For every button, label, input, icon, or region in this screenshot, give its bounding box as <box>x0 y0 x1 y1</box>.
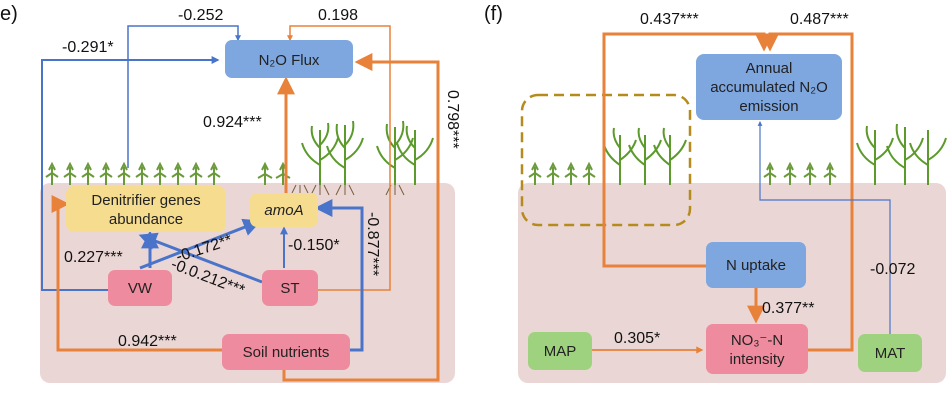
coef-vw-to-den: 0.227*** <box>64 249 123 266</box>
node-mat: MAT <box>858 334 922 372</box>
coef-vw-to-n2o: -0.291* <box>62 39 114 56</box>
node-annual-line2: accumulated N₂O <box>710 79 828 96</box>
coef-amoa-to-n2o: 0.924*** <box>203 114 262 131</box>
coef-no3-to-annual: 0.487*** <box>790 11 849 28</box>
plants-illustration-e <box>45 120 434 196</box>
node-n2o-flux-label: N₂O Flux <box>259 52 320 69</box>
node-st: ST <box>262 270 318 306</box>
path-no3-to-annual <box>761 32 854 352</box>
node-amoa: amoA <box>250 193 318 227</box>
plants-illustration-f <box>528 123 947 185</box>
coef-st-to-n2o: 0.198 <box>318 7 358 24</box>
path-vw-to-n2o <box>41 56 220 291</box>
node-denitrifier: Denitrifier genes abundance <box>66 186 226 232</box>
node-no3-line1: NO₃⁻-N <box>731 332 783 349</box>
node-soil-nutrients-label: Soil nutrients <box>243 344 330 361</box>
path-st-to-den <box>138 232 263 284</box>
node-denitrifier-line1: Denitrifier genes <box>91 192 200 209</box>
node-n-uptake-label: N uptake <box>726 257 786 274</box>
node-no3-intensity: NO₃⁻-N intensity <box>706 324 808 374</box>
node-amoa-label: amoA <box>264 202 303 219</box>
coef-soil-to-amoa: -0.877*** <box>364 212 381 276</box>
node-map: MAP <box>528 332 592 370</box>
path-soil-to-n2o <box>282 53 440 382</box>
node-vw: VW <box>108 270 172 306</box>
node-annual-n2o: Annual accumulated N₂O emission <box>696 54 842 120</box>
node-n-uptake: N uptake <box>706 242 806 288</box>
node-st-label: ST <box>280 280 299 297</box>
coef-mat-to-annual: -0.072 <box>870 261 915 278</box>
path-soil-to-den <box>51 195 222 352</box>
coef-st-to-amoa: -0.150* <box>288 237 340 254</box>
path-soil-to-amoa <box>314 199 364 352</box>
node-vw-label: VW <box>128 280 153 297</box>
panel-e-letter: e) <box>0 3 18 25</box>
path-st-to-n2o <box>287 25 391 291</box>
node-n2o-flux: N₂O Flux <box>225 40 353 78</box>
panel-f-letter: (f) <box>484 3 503 25</box>
node-mat-label: MAT <box>875 345 906 362</box>
node-no3-line2: intensity <box>729 351 785 368</box>
node-denitrifier-line2: abundance <box>109 211 183 228</box>
path-mat-to-annual <box>757 121 891 334</box>
node-soil-nutrients: Soil nutrients <box>222 334 350 370</box>
highlight-dashed-box <box>520 93 692 227</box>
coef-map-to-no3: 0.305* <box>614 330 660 347</box>
coef-den-to-n2o: -0.252 <box>178 7 223 24</box>
node-annual-line1: Annual <box>746 60 793 77</box>
node-map-label: MAP <box>544 343 577 360</box>
node-annual-line3: emission <box>739 98 798 115</box>
coef-nup-to-no3: 0.377** <box>762 300 815 317</box>
path-den-to-n2o <box>127 25 241 168</box>
path-vw-to-amoa <box>139 218 262 270</box>
coef-soil-to-n2o: 0.798*** <box>444 90 461 149</box>
coef-soil-to-den: 0.942*** <box>118 333 177 350</box>
coef-nup-to-annual: 0.437*** <box>640 11 699 28</box>
